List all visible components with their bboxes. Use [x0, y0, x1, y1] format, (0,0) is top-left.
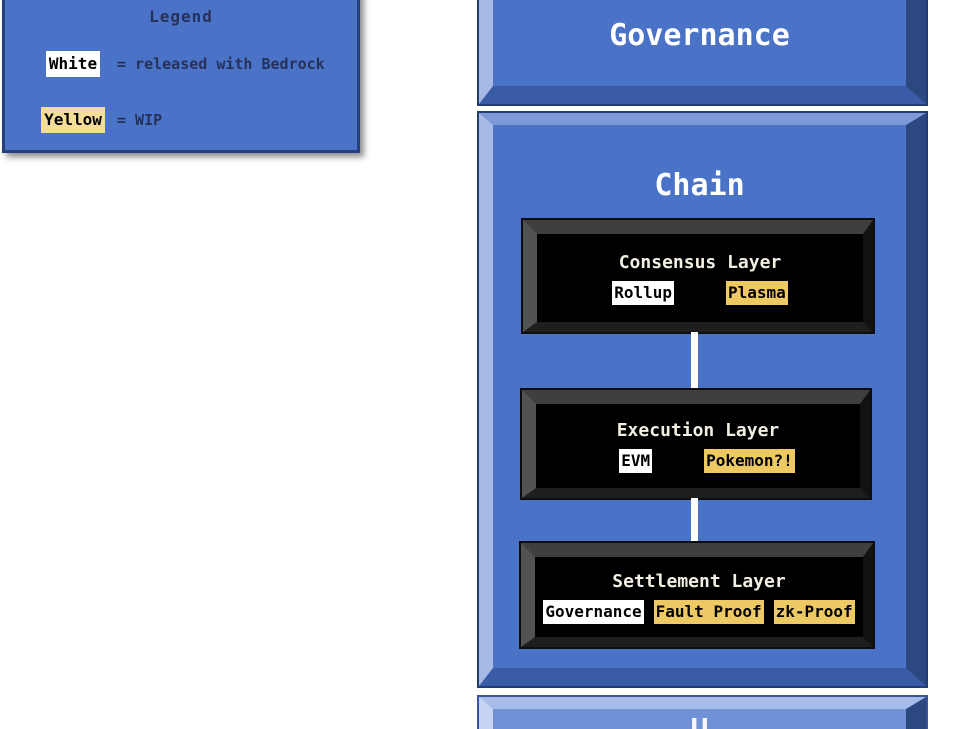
consensus-layer-title: Consensus Layer	[618, 251, 782, 273]
legend-swatch-white: White	[45, 51, 101, 77]
chain-box-title: Chain	[654, 168, 745, 203]
legend-item-released: White = released with Bedrock	[29, 50, 325, 78]
consensus-chip-row: Rollup Plasma	[612, 280, 788, 305]
chip-governance: Governance	[543, 599, 644, 624]
chip-pokemon: Pokemon?!	[704, 448, 795, 473]
governance-box-title: Governance	[609, 18, 790, 53]
settlement-layer-title: Settlement Layer	[612, 570, 786, 592]
consensus-layer-panel: Consensus Layer Rollup Plasma	[521, 218, 875, 334]
legend-panel: Legend White = released with Bedrock Yel…	[2, 0, 360, 153]
legend-swatch-column: Yellow	[29, 107, 117, 133]
chain-box: Chain Consensus Layer Rollup Plasma Exec…	[477, 111, 928, 688]
chip-zk-proof: zk-Proof	[773, 599, 855, 624]
bottom-box-partial-title: U	[493, 713, 906, 729]
execution-layer-panel: Execution Layer EVM Pokemon?!	[520, 388, 872, 500]
legend-meaning-wip: = WIP	[117, 111, 163, 129]
chip-fault-proof: Fault Proof	[653, 599, 764, 624]
connector-consensus-execution	[691, 332, 698, 390]
chip-plasma: Plasma	[726, 280, 788, 305]
chip-rollup: Rollup	[612, 280, 674, 305]
legend-swatch-column: White	[29, 51, 117, 77]
governance-box: Governance	[477, 0, 928, 106]
legend-title: Legend	[149, 7, 213, 26]
execution-chip-row: EVM Pokemon?!	[619, 448, 795, 473]
legend-swatch-yellow: Yellow	[41, 107, 105, 133]
chip-evm: EVM	[619, 448, 653, 473]
legend-item-wip: Yellow = WIP	[29, 106, 162, 134]
bottom-box: U	[477, 695, 928, 729]
execution-layer-title: Execution Layer	[616, 419, 780, 441]
connector-execution-settlement	[691, 498, 698, 543]
settlement-chip-row: Governance Fault Proof zk-Proof	[543, 599, 855, 624]
settlement-layer-panel: Settlement Layer Governance Fault Proof …	[519, 541, 875, 649]
legend-meaning-released: = released with Bedrock	[117, 55, 325, 73]
